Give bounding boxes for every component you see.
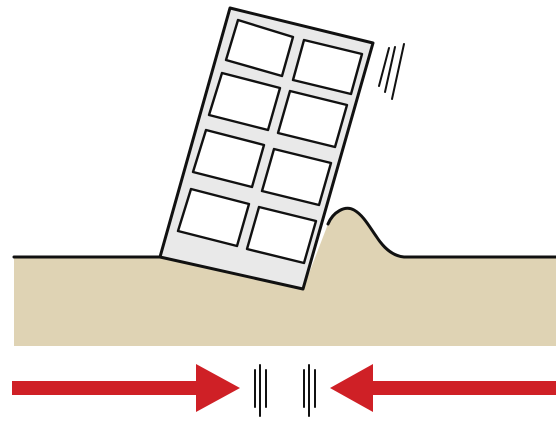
building-window-5: [191, 128, 266, 189]
building-window-7: [176, 187, 251, 248]
building-vibration-marks: [378, 43, 405, 100]
building-window-3: [207, 71, 282, 132]
building-window-1: [224, 18, 295, 78]
tilted-building: [158, 6, 375, 291]
building-window-4: [276, 89, 349, 149]
ground-vibration-marks: [254, 364, 316, 417]
building-window-2: [291, 38, 364, 96]
building-vibration-mark-2: [384, 46, 396, 93]
compression-arrows: [12, 364, 556, 412]
building-vibration-mark-3: [391, 43, 405, 100]
ground-bulge-line: [326, 206, 556, 259]
building-window-6: [260, 147, 333, 207]
left-compression-arrow: [12, 364, 240, 412]
ground-layer: [12, 206, 556, 346]
building-window-8: [245, 205, 318, 265]
right-compression-arrow: [330, 364, 556, 412]
ground-fill: [14, 208, 556, 346]
building-vibration-mark-1: [378, 47, 390, 87]
